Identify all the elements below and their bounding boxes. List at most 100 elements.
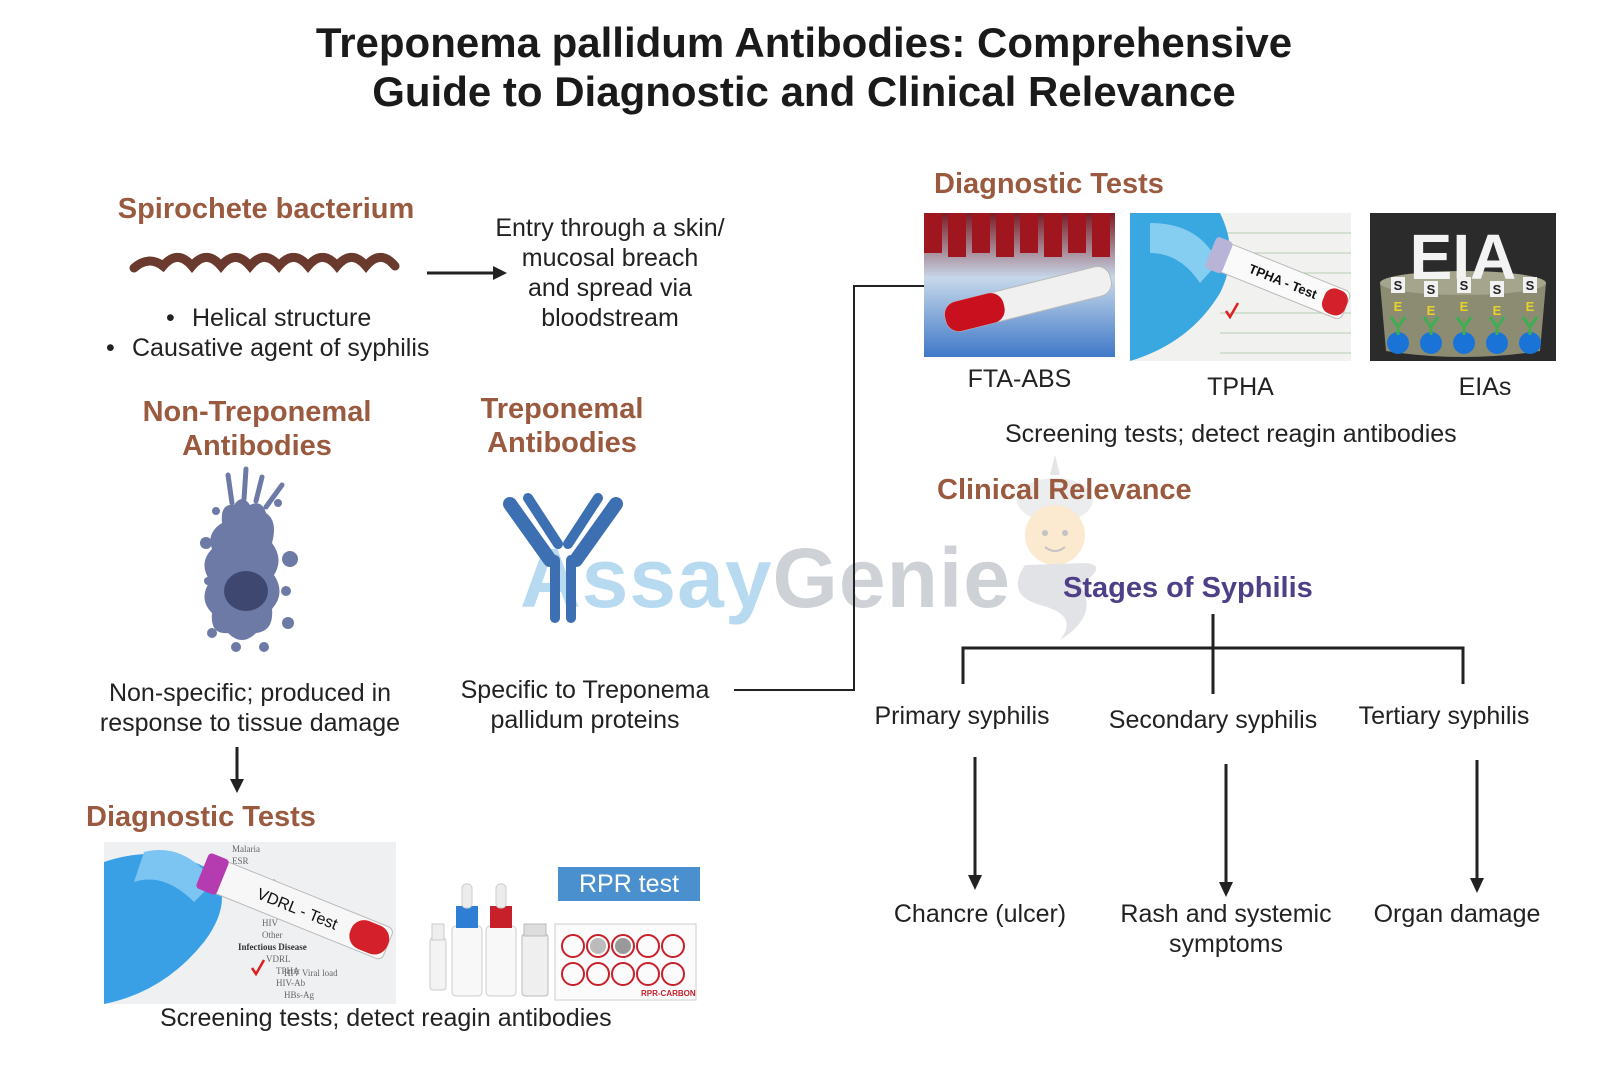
outcome-primary: Chancre (ulcer) (880, 899, 1080, 929)
entry-line-1: Entry through a skin/ (495, 214, 725, 242)
arrow-primary (968, 757, 982, 890)
entry-line-4: bloodstream (541, 304, 679, 332)
form-line-8: TPHA (276, 966, 300, 976)
page-title: Treponema pallidum Antibodies: Comprehen… (0, 18, 1608, 116)
rpr-reagent-vials-icon (429, 883, 549, 997)
fta-abs-graphic (924, 213, 1115, 357)
eia-antibody-icon (1389, 316, 1407, 335)
eia-well (1453, 332, 1475, 354)
genie-mascot-icon (1017, 455, 1097, 640)
eia-antibody-icon (1422, 316, 1440, 335)
entry-line-2: mucosal breach (521, 244, 699, 272)
non-treponemal-heading-line-1: Non-Treponemal (142, 396, 372, 428)
diagnostic-right-heading: Diagnostic Tests (934, 168, 1164, 200)
eia-letter-s: S (1460, 278, 1469, 293)
diagnostic-left-heading: Diagnostic Tests (86, 801, 316, 833)
stage-secondary: Secondary syphilis (1108, 706, 1318, 734)
rpr-card-brand: RPR-CARBON (641, 989, 696, 998)
outcome-primary-line-1: Chancre (ulcer) (893, 900, 1067, 928)
form-line-10: HIV Viral load (284, 968, 338, 978)
form-line-5: Other (262, 930, 283, 940)
form-line-7: VDRL (266, 954, 291, 964)
eia-antibody-icon (1488, 316, 1506, 335)
eia-label-box (1391, 277, 1405, 293)
watermark: AssayGenie (520, 530, 1011, 627)
treponemal-heading-line-2: Antibodies (487, 427, 637, 459)
form-line-9: HIV-Ab (276, 978, 306, 988)
watermark-genie: Genie (772, 531, 1011, 625)
eia-label-box (1490, 281, 1504, 297)
eia-letter-e: E (1427, 303, 1436, 318)
eia-letter-e: E (1526, 299, 1535, 314)
vdrl-photo-graphic: Malaria ESR PT PP HIV Other Infectious D… (104, 842, 396, 1004)
form-line-4: HIV (262, 918, 278, 928)
antibody-icon (503, 493, 623, 623)
eia-label-box (1424, 281, 1438, 297)
outcome-tertiary: Organ damage (1366, 899, 1548, 929)
test-label-eias: EIAs (1458, 373, 1512, 401)
eia-letter-e: E (1460, 299, 1469, 314)
stage-primary: Primary syphilis (874, 702, 1050, 730)
non-treponemal-heading: Non-Treponemal Antibodies (120, 395, 394, 463)
treponemal-desc-line-1: Specific to Treponema (460, 676, 710, 704)
fta-abs-photo (924, 213, 1115, 357)
tpha-photo: TPHA - Test (1130, 213, 1351, 361)
eia-letter-s: S (1394, 278, 1403, 293)
eia-letter-e: E (1394, 299, 1403, 314)
form-line-0: Malaria (232, 844, 260, 854)
treponemal-desc-line-2: pallidum proteins (490, 706, 680, 734)
form-line-1: ESR (232, 856, 249, 866)
non-treponemal-desc: Non-specific; produced in response to ti… (80, 678, 420, 738)
outcome-secondary-line-1: Rash and systemic (1120, 900, 1332, 928)
treponemal-heading-line-1: Treponemal (480, 393, 644, 425)
tpha-graphic: TPHA - Test (1130, 213, 1351, 361)
outcome-secondary: Rash and systemic symptoms (1106, 899, 1346, 959)
damaged-cell-icon (200, 466, 298, 652)
treponemal-desc: Specific to Treponema pallidum proteins (440, 675, 730, 735)
eia-letter-s: S (1427, 282, 1436, 297)
eia-letter-s: S (1493, 282, 1502, 297)
test-label-tpha: TPHA (1207, 373, 1274, 401)
eia-label-box (1523, 277, 1537, 293)
spirochete-bullets: Helical structure Causative agent of syp… (104, 303, 429, 363)
stage-tertiary: Tertiary syphilis (1358, 702, 1530, 730)
title-line-2: Guide to Diagnostic and Clinical Relevan… (372, 68, 1236, 115)
test-label-fta-abs: FTA-ABS (967, 365, 1072, 393)
rpr-card-icon: RPR-CARBON (554, 923, 697, 1001)
eia-antibody-icon (1521, 316, 1539, 335)
arrow-to-entry (427, 266, 507, 280)
bullet-helical: Helical structure (164, 303, 429, 333)
form-line-11: HBs-Ag (284, 990, 315, 1000)
eia-well (1420, 332, 1442, 354)
eia-antibody-icon (1455, 316, 1473, 335)
entry-line-3: and spread via (527, 274, 692, 302)
non-treponemal-heading-line-2: Antibodies (182, 430, 332, 462)
vdrl-test-photo: Malaria ESR PT PP HIV Other Infectious D… (104, 842, 396, 1004)
form-line-6: Infectious Disease (238, 942, 307, 952)
non-treponemal-desc-line-2: response to tissue damage (99, 709, 401, 737)
entry-text: Entry through a skin/ mucosal breach and… (470, 213, 750, 333)
eia-well (1486, 332, 1508, 354)
stages-title: Stages of Syphilis (1063, 572, 1313, 604)
outcome-secondary-line-2: symptoms (1169, 930, 1283, 958)
diagnostic-left-caption: Screening tests; detect reagin antibodie… (160, 1004, 612, 1032)
treponemal-heading: Treponemal Antibodies (450, 392, 674, 460)
rpr-test-label: RPR test (558, 867, 700, 901)
spirochete-heading: Spirochete bacterium (117, 193, 415, 225)
arrow-to-diagnostic-left (230, 747, 244, 793)
arrow-tertiary (1470, 760, 1484, 893)
eia-well (1519, 332, 1541, 354)
eia-letter-s: S (1526, 278, 1535, 293)
stages-tree-connector (961, 614, 1465, 694)
non-treponemal-desc-line-1: Non-specific; produced in (108, 679, 392, 707)
eia-well (1387, 332, 1409, 354)
connector-treponemal-to-tests (734, 285, 926, 691)
arrow-secondary (1219, 764, 1233, 897)
title-line-1: Treponema pallidum Antibodies: Comprehen… (315, 19, 1293, 66)
spirochete-bacterium-icon (129, 252, 400, 273)
clinical-relevance-heading: Clinical Relevance (937, 474, 1192, 506)
outcome-tertiary-line-1: Organ damage (1373, 900, 1541, 928)
bullet-causative: Causative agent of syphilis (104, 333, 429, 363)
